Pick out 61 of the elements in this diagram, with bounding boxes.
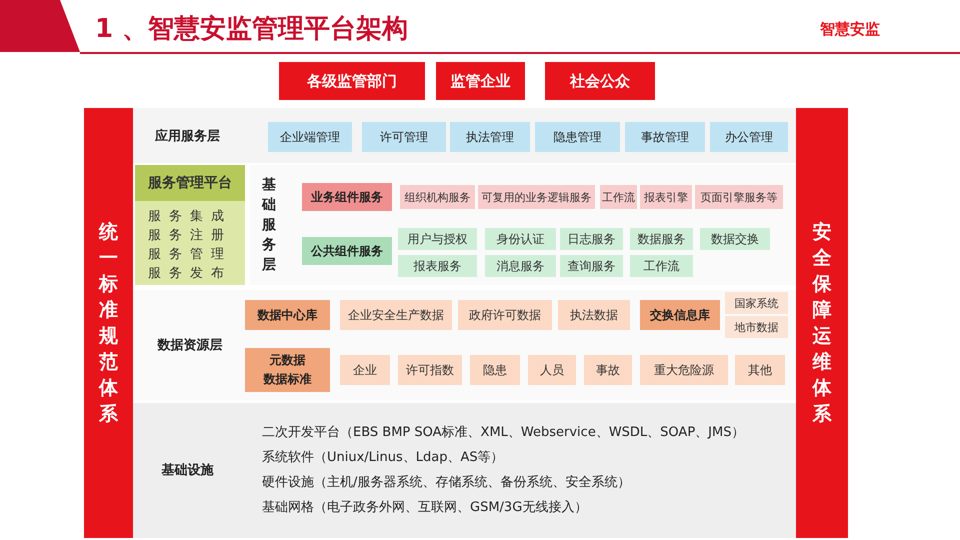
data-box: 执法数据 [558,300,630,330]
data-box: 事故 [584,355,632,385]
data-box [245,348,330,392]
service-box: 日志服务 [560,228,623,250]
audience-box: 监管企业 [436,62,525,100]
audience-box: 社会公众 [545,62,655,100]
service-box: 报表引擎 [640,185,692,209]
module-box: 执法管理 [450,122,530,152]
service-box: 用户与授权 [398,228,477,250]
layer-band [133,290,796,400]
service-box: 报表服务 [398,255,477,277]
layer-item-text: 硬件设施（主机/服务器系统、存储系统、备份系统、安全系统） [262,474,632,492]
side-band: 安全保障运维体系 [796,108,848,538]
layer-band [250,165,796,285]
data-box: 地市数据 [725,316,788,338]
box-text: 元数据 [268,352,306,369]
data-box: 许可指数 [398,355,462,385]
service-box: 组织机构服务 [400,185,475,209]
module-box: 隐患管理 [535,122,620,152]
service-box: 工作流 [630,255,693,277]
data-box: 企业安全生产数据 [340,300,452,330]
side-band: 统一标准规范体系 [84,108,133,538]
layer-item-text: 系统软件（Uniux/Linus、Ldap、AS等） [262,449,505,467]
data-box: 隐患 [470,355,520,385]
slide-title: 1 、智慧安监管理平台架构 [95,13,410,46]
data-box: 数据中心库 [245,300,330,330]
service-box: 消息服务 [485,255,556,277]
platform-panel [135,165,245,285]
header-tag: 智慧安监 [800,18,900,40]
module-box: 办公管理 [710,122,788,152]
data-box: 重大危险源 [640,355,728,385]
service-box: 可复用的业务逻辑服务 [478,185,595,209]
service-box: 数据服务 [630,228,693,250]
data-box: 国家系统 [725,292,788,314]
component-box: 公共组件服务 [302,237,392,265]
module-box: 事故管理 [625,122,705,152]
service-box: 身份认证 [485,228,556,250]
panel-heading: 服务管理平台 [135,165,245,201]
data-box: 人员 [528,355,576,385]
layer-title: 基础服务层 [262,176,277,275]
layer-title: 应用服务层 [154,128,221,146]
data-box: 企业 [340,355,390,385]
box-text: 数据标准 [262,371,312,388]
data-box: 政府许可数据 [458,300,552,330]
data-box: 交换信息库 [640,300,720,330]
layer-title: 数据资源层 [156,337,224,355]
layer-item-text: 二次开发平台（EBS BMP SOA标准、XML、Webservice、WSDL、SOAP、JMS） [262,424,746,442]
service-box: 查询服务 [560,255,623,277]
module-box: 企业端管理 [268,122,352,152]
service-box: 数据交换 [700,228,770,250]
layer-band [133,108,796,163]
data-box: 其他 [735,355,785,385]
layer-item-text: 基础网格（电子政务外网、互联网、GSM/3G无线接入） [262,499,588,517]
service-box: 工作流 [600,185,637,209]
service-box: 页面引擎服务等 [695,185,783,209]
component-box: 业务组件服务 [302,183,392,211]
layer-band [133,403,796,538]
audience-box: 各级监管部门 [279,62,425,100]
module-box: 许可管理 [362,122,446,152]
layer-title: 基础设施 [160,462,214,480]
service-list: 服务集成服务注册服务管理服务发布 [148,207,236,283]
